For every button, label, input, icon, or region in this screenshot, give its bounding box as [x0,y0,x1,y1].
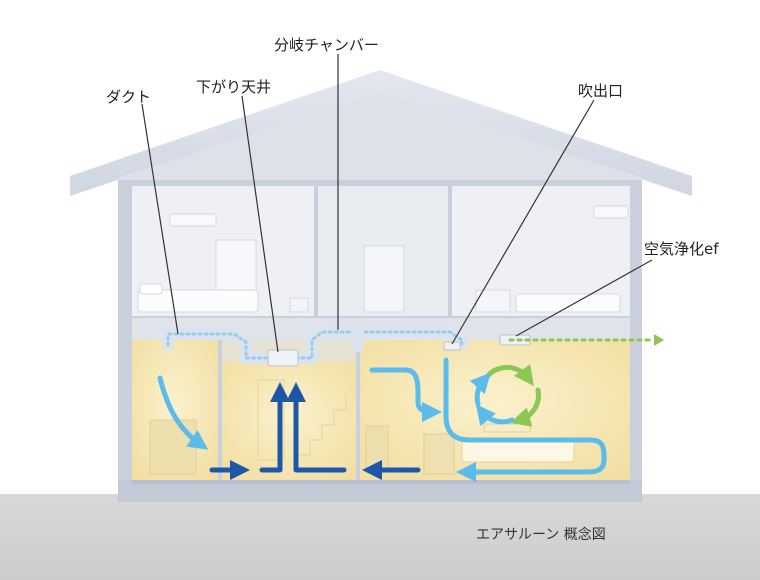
bed-left-pillow [139,283,163,295]
diagram-caption: エアサルーン 概念図 [476,527,606,543]
air-flow-light [157,357,607,482]
chair-middle [289,297,309,313]
aircon-left [169,213,217,227]
flow-hall-up-1 [259,382,290,473]
leader-air-purifier [515,259,653,337]
label-air-purifier: 空気浄化ef [644,240,719,258]
door-hall [257,379,285,461]
leader-lines [141,54,653,353]
bed-right [515,293,621,313]
ground [0,494,760,580]
purifier-circulation [469,364,541,427]
branch-chamber [267,349,299,367]
table [483,423,531,433]
duct [162,326,468,364]
cabinet-left [149,419,197,475]
outlet-unit [443,341,461,351]
sofa [461,439,575,463]
leader-outlet [451,99,595,345]
leader-lowered-ceiling [241,95,279,353]
desk-right [475,289,511,313]
label-lowered-ceiling: 下がり天井 [196,78,272,96]
flow-living-loop [443,357,607,482]
label-outlet: 吹出口 [578,82,624,100]
air-flow-dark [209,382,421,480]
exhaust-flow [508,334,664,346]
staircase [297,395,347,470]
bed-left [137,289,259,313]
foundation [118,480,642,502]
ground-room-hall [222,362,356,480]
floor-band [132,480,630,484]
flow-left-down [157,375,209,450]
flow-hall-up-2 [286,382,347,473]
door-middle [363,245,405,313]
label-branch-chamber: 分岐チャンバー [274,36,379,54]
flow-living-hook [369,367,442,422]
leader-duct [141,103,179,335]
kitchen-counter [423,433,455,475]
shelf-living [365,425,389,471]
label-duct: ダクト [106,88,152,106]
roof-underside [118,92,642,196]
aircon-right [593,205,629,219]
